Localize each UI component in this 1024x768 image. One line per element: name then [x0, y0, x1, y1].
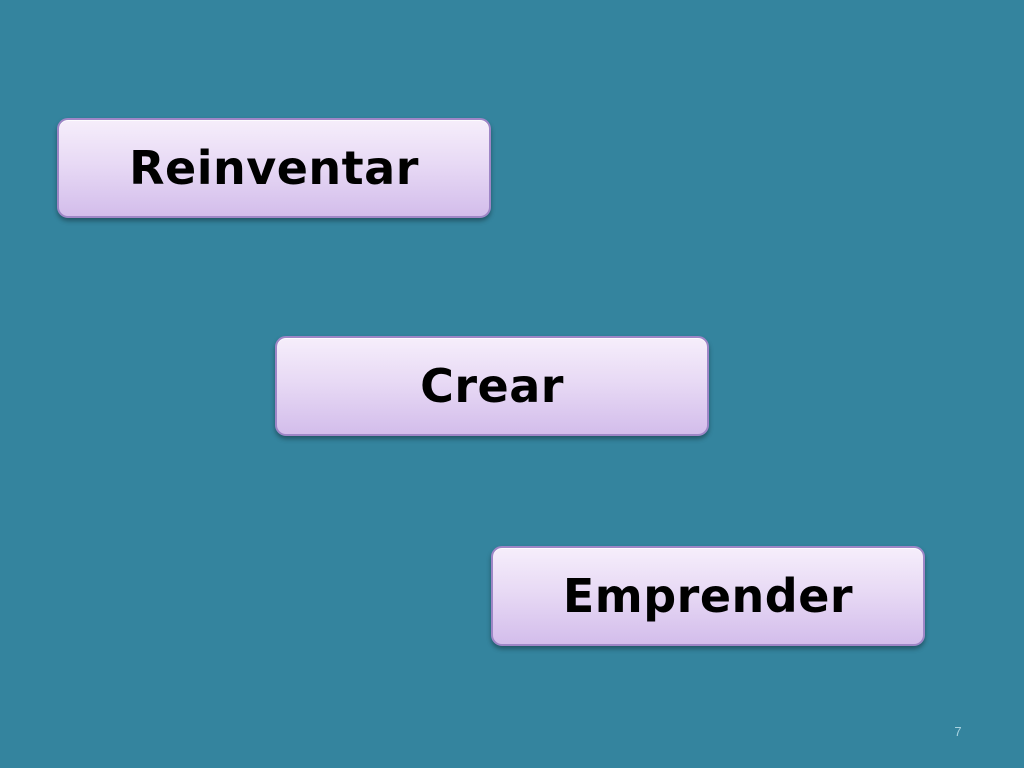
reinventar-box: Reinventar	[57, 118, 491, 218]
crear-box: Crear	[275, 336, 709, 436]
reinventar-label: Reinventar	[129, 141, 419, 195]
page-number: 7	[954, 724, 962, 739]
crear-label: Crear	[420, 359, 564, 413]
emprender-box: Emprender	[491, 546, 925, 646]
emprender-label: Emprender	[562, 569, 854, 623]
